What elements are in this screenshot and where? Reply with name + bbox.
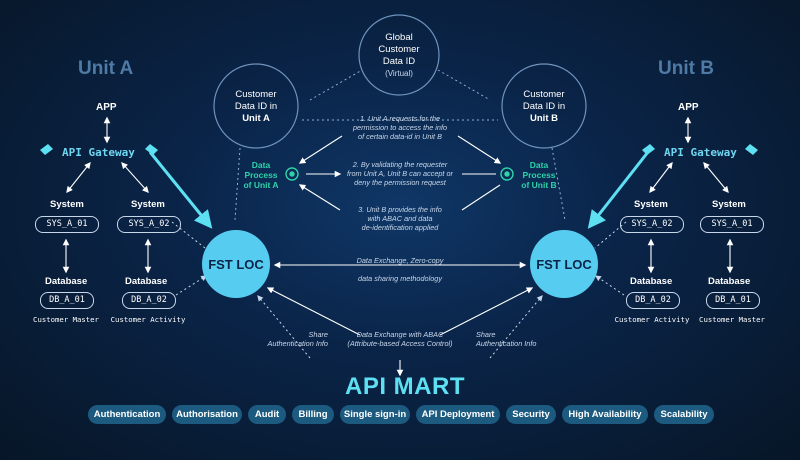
unit-a-gateway: API Gateway [62, 146, 135, 159]
unit-b-db2-label: Database [708, 276, 751, 287]
unit-b-gateway: API Gateway [664, 146, 737, 159]
unit-b-id-circle [501, 63, 587, 149]
link-a-right-icon [145, 144, 158, 155]
id-links [234, 69, 566, 221]
fst-loc-b-label[interactable]: FST LOC [536, 257, 592, 272]
unit-a-id-circle [213, 63, 299, 149]
link-b-left-icon [642, 144, 655, 155]
unit-b-app: APP [678, 102, 699, 113]
abac-text: Data Exchange with ABAC(Attribute-based … [347, 330, 453, 348]
unit-a-sys1-box[interactable]: SYS_A_01 [35, 216, 99, 233]
gateway-fst-arrows [148, 151, 650, 229]
unit-b-connectors [647, 116, 734, 274]
unit-a-sys1-label: System [50, 199, 84, 210]
fst-loc-a-circle [202, 230, 270, 298]
unit-a-db1-label: Database [45, 276, 88, 287]
id-circles [213, 14, 587, 149]
unit-a-sys2-box[interactable]: SYS_A_02 [117, 216, 181, 233]
unit-a-db2-box[interactable]: DB_A_02 [122, 292, 176, 309]
unit-a-connectors [62, 116, 152, 274]
link-a-left-icon [40, 144, 53, 155]
unit-a-db1-box[interactable]: DB_A_01 [40, 292, 94, 309]
unit-a-app: APP [96, 102, 117, 113]
global-id-circle [358, 14, 440, 96]
feature-authentication[interactable]: Authentication [88, 405, 166, 424]
unit-a-title: Unit A [78, 58, 134, 79]
unit-b-sys2-label: System [712, 199, 746, 210]
fst-loc-b-circle [530, 230, 598, 298]
feature-billing[interactable]: Billing [292, 405, 334, 424]
feature-api-deployment[interactable]: API Deployment [416, 405, 500, 424]
data-process-icons [285, 167, 514, 181]
fst-loc-a-label[interactable]: FST LOC [208, 257, 264, 272]
data-process-b-icon [500, 167, 514, 181]
feature-audit[interactable]: Audit [248, 405, 286, 424]
unit-b-db2-box[interactable]: DB_A_01 [706, 292, 760, 309]
data-process-a-icon [285, 167, 299, 181]
unit-b-db1-label: Database [630, 276, 673, 287]
unit-a-sys2-label: System [131, 199, 165, 210]
step-arrows [298, 135, 502, 211]
unit-b-sys1-box[interactable]: SYS_A_02 [620, 216, 684, 233]
unit-a-db1-caption: Customer Master [33, 315, 99, 324]
api-mart-links [257, 287, 543, 377]
unit-a-db2-caption: Customer Activity [110, 315, 186, 324]
api-mart-title: API MART [345, 373, 465, 400]
unit-b-db1-caption: Customer Activity [614, 315, 690, 324]
feature-security[interactable]: Security [506, 405, 556, 424]
feature-high-availability[interactable]: High Availability [562, 405, 648, 424]
unit-b-sys1-label: System [634, 199, 668, 210]
feature-single-sign-in[interactable]: Single sign-in [340, 405, 410, 424]
gateway-link-icons [40, 144, 758, 155]
feature-scalability[interactable]: Scalability [654, 405, 714, 424]
feature-authorisation[interactable]: Authorisation [172, 405, 242, 424]
unit-b-title: Unit B [658, 58, 714, 79]
unit-b-db2-caption: Customer Master [699, 315, 765, 324]
unit-a-db2-label: Database [125, 276, 168, 287]
unit-b-sys2-box[interactable]: SYS_A_01 [700, 216, 764, 233]
unit-b-db1-box[interactable]: DB_A_02 [626, 292, 680, 309]
link-b-right-icon [745, 144, 758, 155]
